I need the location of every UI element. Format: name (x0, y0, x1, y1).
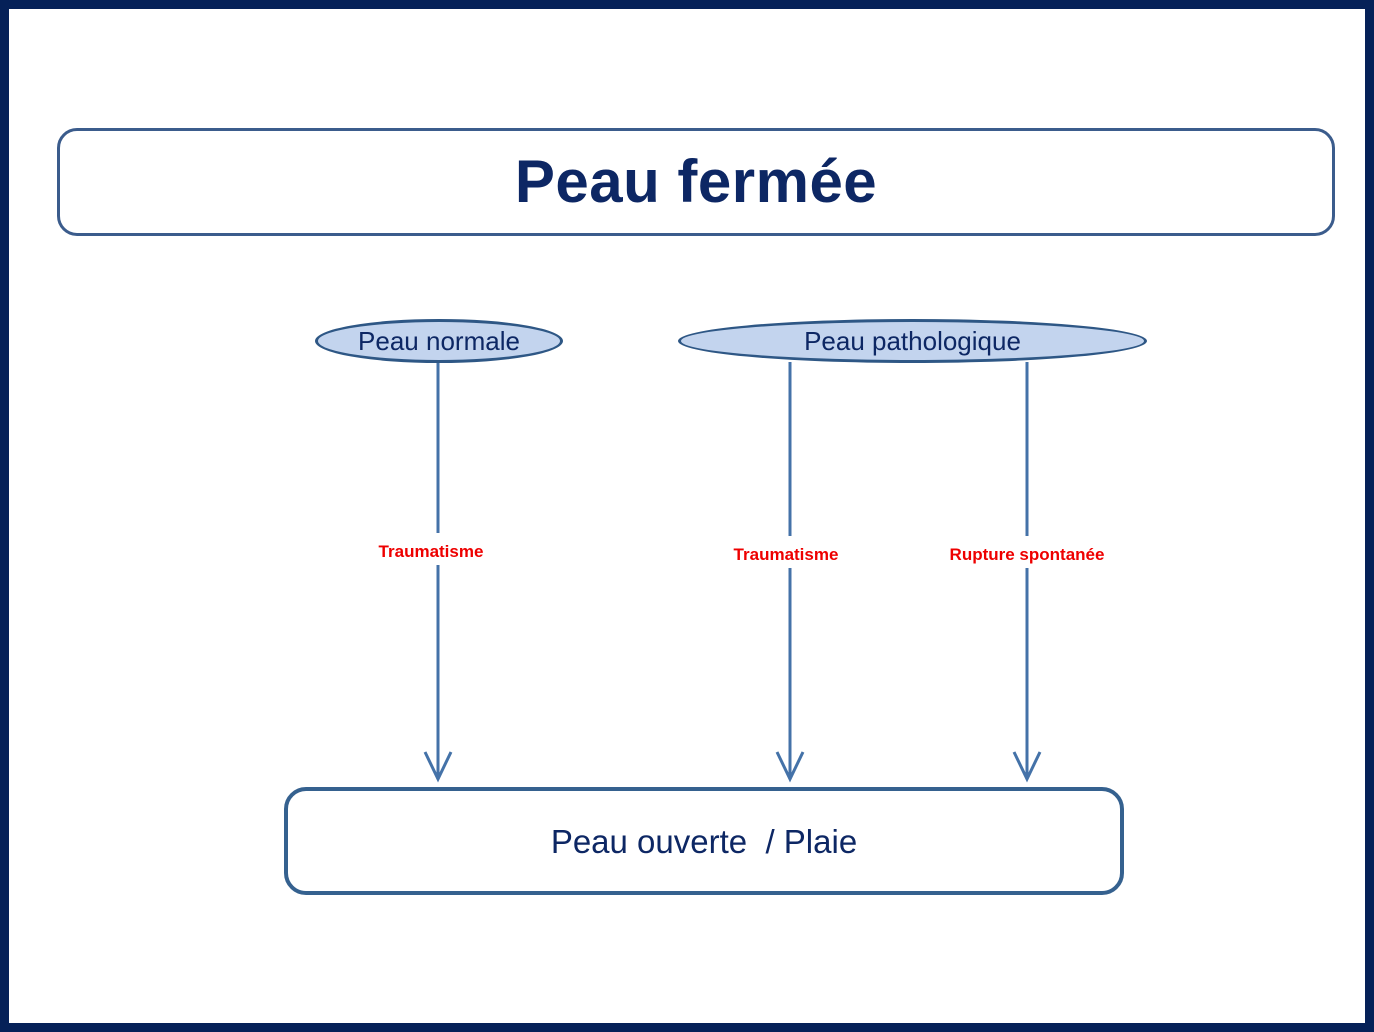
node-peau-normale[interactable]: Peau normale (315, 319, 563, 363)
arrowhead-patho-rupture-plaie (1012, 751, 1042, 783)
edge-label-traumatisme-patho: Traumatisme (733, 545, 839, 564)
node-peau-pathologique-label: Peau pathologique (804, 326, 1021, 356)
node-peau-normale-label: Peau normale (358, 326, 520, 356)
arrowhead-normale-plaie (423, 751, 453, 783)
edge-label-traumatisme-normale: Traumatisme (378, 542, 484, 561)
connector-normale-plaie (423, 362, 453, 783)
title-box: Peau fermée (57, 128, 1335, 236)
arrowhead-patho-trauma-plaie (775, 751, 805, 783)
node-peau-ouverte[interactable]: Peau ouverte / Plaie (284, 787, 1124, 895)
connector-patho-rupture-plaie (1012, 362, 1042, 783)
edge-label-rupture-spontanee: Rupture spontanée (949, 545, 1105, 564)
node-peau-pathologique[interactable]: Peau pathologique (678, 319, 1147, 363)
page-title: Peau fermée (514, 148, 878, 215)
node-peau-ouverte-label: Peau ouverte / Plaie (550, 822, 858, 860)
connector-patho-trauma-plaie (775, 362, 805, 783)
